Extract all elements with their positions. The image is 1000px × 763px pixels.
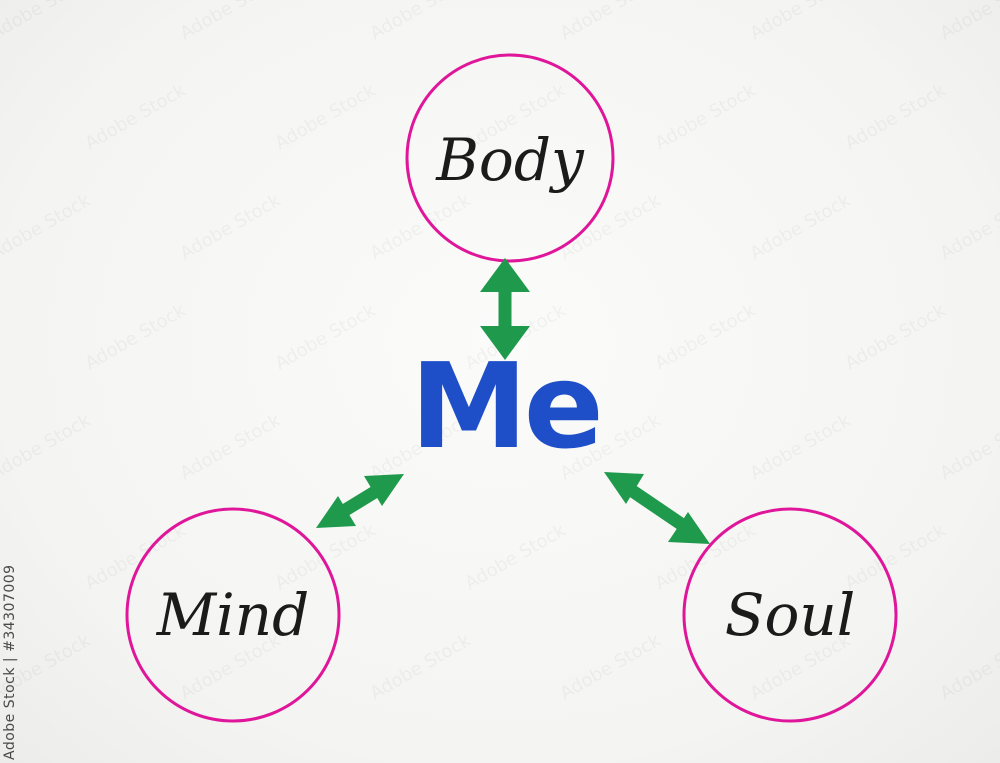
watermark-logo: Adobe Stock <box>177 190 285 265</box>
watermark-logo: Adobe Stock <box>82 80 190 155</box>
watermark-logo: Adobe Stock <box>747 190 855 265</box>
arrow-me-body <box>480 258 530 360</box>
watermark-logo: Adobe Stock <box>367 0 475 44</box>
watermark-logo: Adobe Stock <box>747 410 855 485</box>
watermark-logo: Adobe Stock <box>177 410 285 485</box>
watermark-logo: Adobe Stock <box>367 630 475 705</box>
watermark-logo: Adobe Stock <box>652 80 760 155</box>
arrow-me-mind <box>316 474 404 528</box>
watermark-logo: Adobe Stock <box>937 0 1000 44</box>
watermark-logo: Adobe Stock <box>557 630 665 705</box>
watermark-logo: Adobe Stock <box>842 300 950 375</box>
soul-node-label: Soul <box>725 581 856 649</box>
watermark-logo: Adobe Stock <box>272 300 380 375</box>
center-me-label: Me <box>410 337 599 475</box>
watermark-logo: Adobe Stock <box>747 0 855 44</box>
watermark-logo: Adobe Stock <box>557 0 665 44</box>
body-node-label: Body <box>435 126 585 194</box>
watermark-logo: Adobe Stock <box>0 190 95 265</box>
watermark-logo: Adobe Stock <box>0 410 95 485</box>
watermark-logo: Adobe Stock <box>367 190 475 265</box>
watermark-logo: Adobe Stock <box>82 300 190 375</box>
body-node-circle <box>405 53 615 263</box>
watermark-logo: Adobe Stock <box>842 80 950 155</box>
soul-node-circle <box>682 507 898 723</box>
mind-node-circle <box>125 507 341 723</box>
watermark-logo: Adobe Stock <box>177 0 285 44</box>
watermark-logo: Adobe Stock <box>272 80 380 155</box>
stock-id-watermark: Adobe Stock | #34307009 <box>2 564 18 760</box>
mind-node-label: Mind <box>156 581 309 649</box>
watermark-logo: Adobe Stock <box>652 300 760 375</box>
watermark-logo: Adobe Stock <box>0 0 95 44</box>
watermark-logo: Adobe Stock <box>937 630 1000 705</box>
watermark-logo: Adobe Stock <box>937 410 1000 485</box>
arrow-me-soul <box>604 472 710 544</box>
watermark-logo: Adobe Stock <box>937 190 1000 265</box>
watermark-logo: Adobe Stock <box>842 520 950 595</box>
watermark-logo: Adobe Stock <box>462 520 570 595</box>
watermark-logo: Adobe Stock <box>557 190 665 265</box>
